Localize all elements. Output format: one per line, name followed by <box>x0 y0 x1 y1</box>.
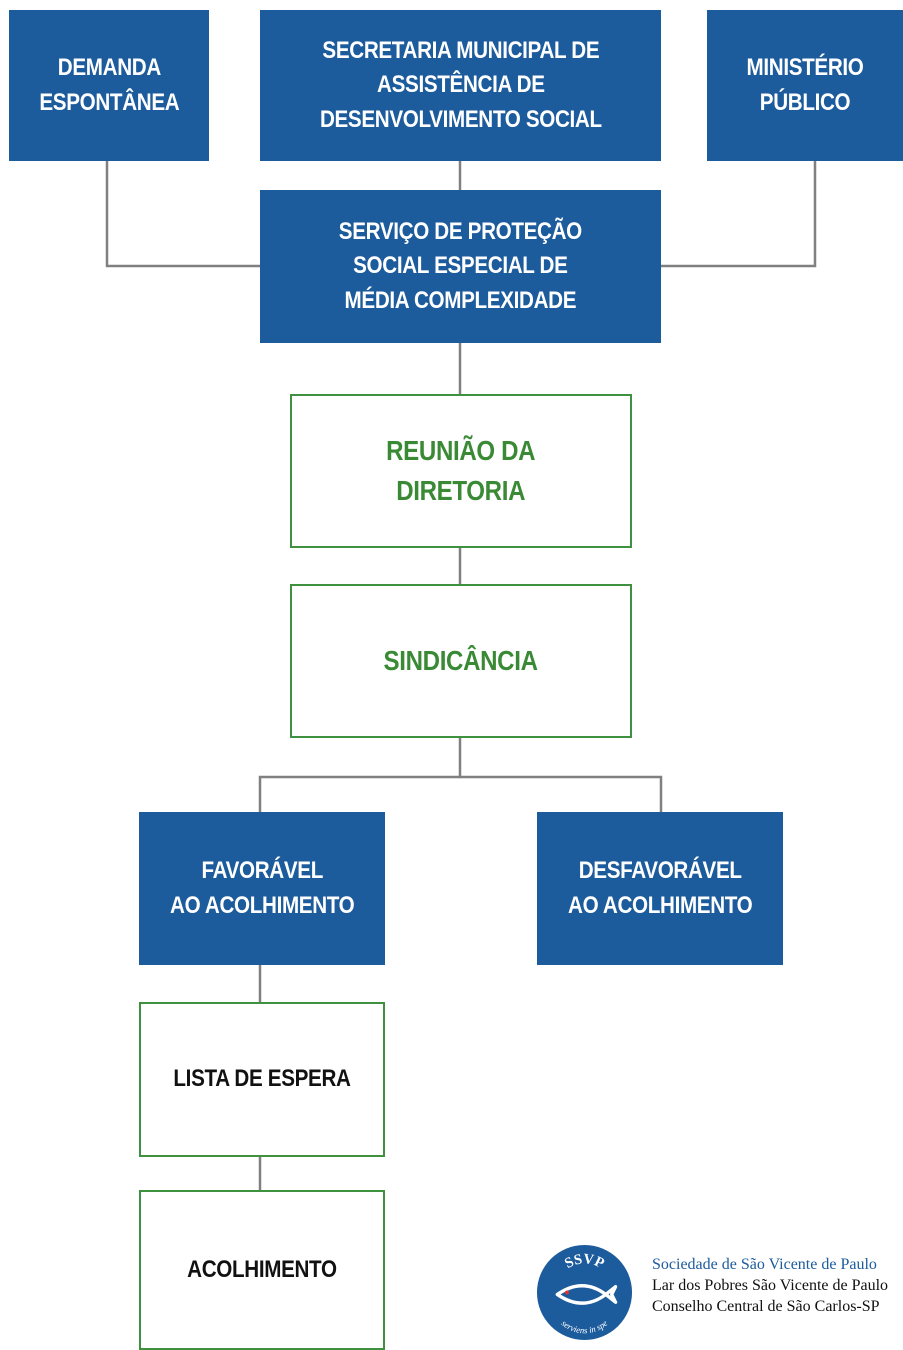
org-name: Sociedade de São Vicente de Paulo <box>652 1256 877 1273</box>
edge-sindicancia-desfavoravel <box>460 775 663 812</box>
edge-sindicancia-branch <box>258 738 462 812</box>
node-demanda-espontanea: DEMANDA ESPONTÂNEA <box>9 10 209 161</box>
node-label: LISTA DE ESPERA <box>173 1065 351 1093</box>
node-label: DEMANDA ESPONTÂNEA <box>39 54 179 116</box>
node-reuniao-diretoria: REUNIÃO DA DIRETORIA <box>290 394 632 548</box>
node-label: SINDICÂNCIA <box>383 645 539 677</box>
node-sindicancia: SINDICÂNCIA <box>290 584 632 738</box>
svg-text:serviens in spe: serviens in spe <box>560 1318 610 1335</box>
node-secretaria-municipal: SECRETARIA MUNICIPAL DE ASSISTÊNCIA DE D… <box>260 10 661 161</box>
node-ministerio-publico: MINISTÉRIO PÚBLICO <box>707 10 903 161</box>
node-favoravel-acolhimento: FAVORÁVEL AO ACOLHIMENTO <box>139 812 385 965</box>
org-council: Conselho Central de São Carlos-SP <box>652 1298 880 1315</box>
node-label: MINISTÉRIO PÚBLICO <box>746 54 864 116</box>
ssvp-fish-emblem-icon: SSVP serviens in spe <box>536 1244 633 1341</box>
node-servico-protecao: SERVIÇO DE PROTEÇÃO SOCIAL ESPECIAL DE M… <box>260 190 661 343</box>
logo-motto: serviens in spe <box>560 1318 610 1335</box>
node-label: SECRETARIA MUNICIPAL DE ASSISTÊNCIA DE D… <box>319 37 602 133</box>
edge-ministerio-servico <box>661 161 817 268</box>
node-lista-espera: LISTA DE ESPERA <box>139 1002 385 1157</box>
node-label: SERVIÇO DE PROTEÇÃO SOCIAL ESPECIAL DE M… <box>338 218 583 314</box>
node-label: FAVORÁVEL AO ACOLHIMENTO <box>169 857 355 919</box>
node-label: REUNIÃO DA DIRETORIA <box>386 435 536 506</box>
node-acolhimento: ACOLHIMENTO <box>139 1190 385 1350</box>
edge-demanda-servico <box>105 161 260 268</box>
footer-organization: Sociedade de São Vicente de Paulo Lar do… <box>652 1254 903 1317</box>
node-label: DESFAVORÁVEL AO ACOLHIMENTO <box>567 857 753 919</box>
org-institution: Lar dos Pobres São Vicente de Paulo <box>652 1277 889 1294</box>
node-desfavoravel-acolhimento: DESFAVORÁVEL AO ACOLHIMENTO <box>537 812 783 965</box>
node-label: ACOLHIMENTO <box>187 1255 337 1283</box>
